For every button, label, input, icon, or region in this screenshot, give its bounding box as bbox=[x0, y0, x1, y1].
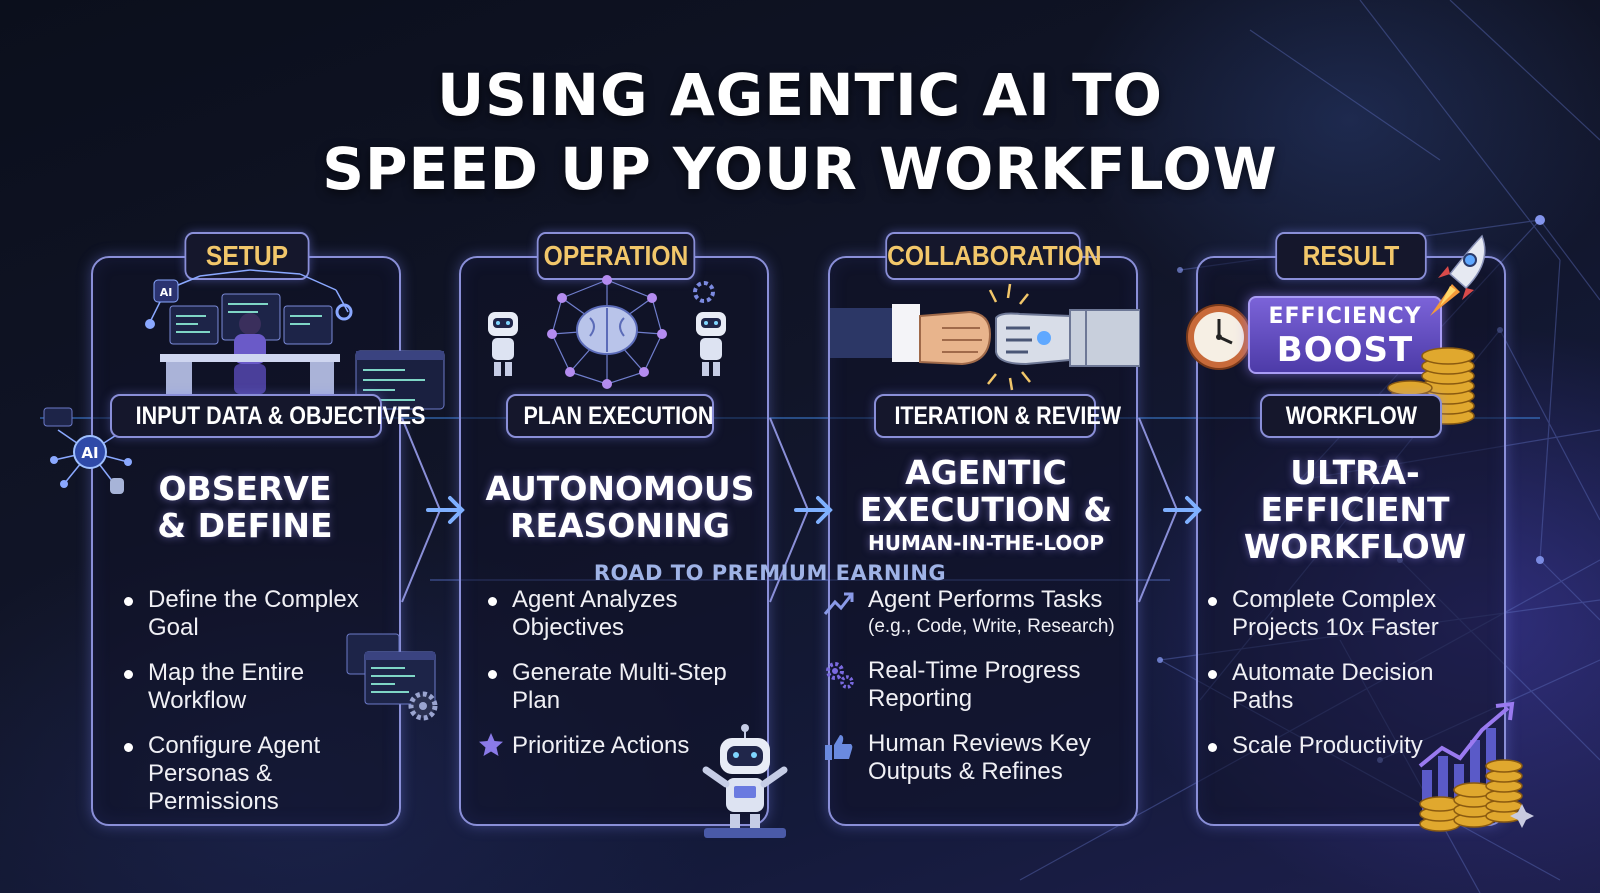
subtag-input-data: INPUT DATA & OBJECTIVES bbox=[110, 394, 425, 438]
page-title: USING AGENTIC AI TO SPEED UP YOUR WORKFL… bbox=[0, 58, 1600, 206]
subtag-workflow: WORKFLOW bbox=[1260, 394, 1442, 438]
ai-network-hub-icon: AI bbox=[43, 407, 132, 494]
tag-setup: SETUP bbox=[184, 232, 310, 280]
code-window-icon bbox=[355, 350, 445, 410]
star-icon bbox=[479, 733, 503, 756]
rocket-icon bbox=[1430, 234, 1486, 316]
title-line-2: SPEED UP YOUR WORKFLOW bbox=[322, 135, 1278, 203]
flow-arrow-3 bbox=[1138, 417, 1202, 603]
trend-up-icon bbox=[823, 592, 854, 615]
list-item: Agent Performs Tasks(e.g., Code, Write, … bbox=[823, 586, 1116, 640]
developer-workstation-icon: AI bbox=[145, 269, 353, 396]
tag-operation: OPERATION bbox=[536, 232, 696, 280]
efficiency-boost-badge: EFFICIENCY BOOST bbox=[1248, 296, 1442, 374]
subtag-iteration-review: ITERATION & REVIEW bbox=[874, 394, 1121, 438]
human-robot-fist-bump-icon bbox=[830, 283, 1140, 391]
list-item: Scale Productivity bbox=[1202, 732, 1492, 760]
title-line-1: USING AGENTIC AI TO bbox=[437, 61, 1163, 129]
badge-line-2: BOOST bbox=[1276, 330, 1414, 370]
clock-icon bbox=[1186, 304, 1252, 370]
badge-line-1: EFFICIENCY bbox=[1268, 304, 1422, 329]
heading-autonomous-reasoning: AUTONOMOUS REASONING bbox=[485, 469, 755, 545]
road-to-premium-earning-label: ROAD TO PREMIUM EARNING bbox=[593, 561, 947, 585]
tag-result: RESULT bbox=[1275, 232, 1427, 280]
ai-node-label: AI bbox=[81, 444, 98, 462]
gears-icon bbox=[826, 662, 854, 689]
heading-ultra-efficient-workflow: ULTRA- EFFICIENT WORKFLOW bbox=[1243, 453, 1467, 566]
waving-robot-icon bbox=[702, 724, 788, 838]
collaboration-steps-list: Agent Performs Tasks(e.g., Code, Write, … bbox=[823, 586, 1116, 803]
code-windows-gear-icon bbox=[346, 633, 438, 721]
list-item: Prioritize Actions bbox=[479, 732, 772, 760]
tag-collaboration: COLLABORATION bbox=[885, 232, 1102, 280]
ai-chip-label: AI bbox=[160, 286, 173, 299]
growth-chart-coins-icon bbox=[1418, 701, 1534, 832]
heading-observe-define: OBSERVE & DEFINE bbox=[157, 469, 333, 545]
brain-network-robots-icon bbox=[488, 275, 726, 389]
heading-agentic-execution: AGENTIC EXECUTION & HUMAN-IN-THE-LOOP bbox=[859, 453, 1113, 555]
thumbs-up-icon bbox=[825, 735, 853, 760]
subtag-plan-execution: PLAN EXECUTION bbox=[506, 394, 714, 438]
flow-arrow-2 bbox=[769, 417, 833, 603]
flow-arrow-1 bbox=[401, 417, 465, 603]
